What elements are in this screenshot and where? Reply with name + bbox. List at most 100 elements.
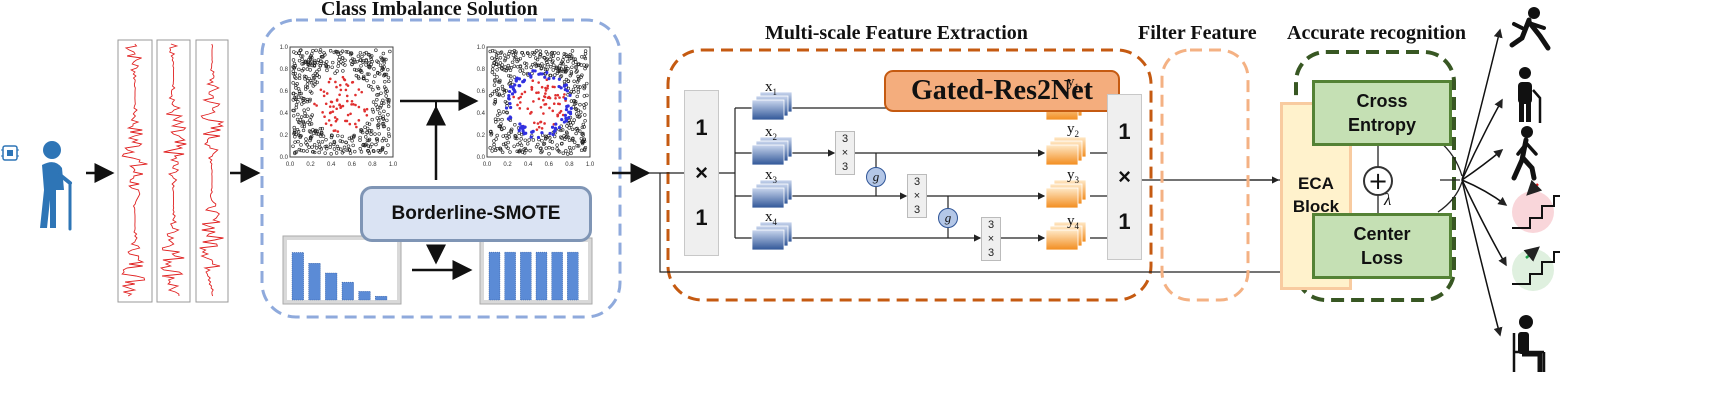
majority-point <box>550 140 554 144</box>
synthetic-point <box>507 94 511 98</box>
minority-point <box>335 85 338 89</box>
majority-point <box>574 107 579 112</box>
majority-point <box>571 137 575 141</box>
minority-point <box>530 88 534 91</box>
majority-point <box>551 54 555 58</box>
class-bar <box>488 251 501 301</box>
majority-point <box>382 72 387 77</box>
majority-point <box>317 75 322 79</box>
majority-point <box>564 149 568 153</box>
majority-point <box>503 65 507 69</box>
scatter-x-tick: 0.6 <box>348 162 357 168</box>
majority-point <box>548 73 552 78</box>
majority-point <box>365 138 370 143</box>
majority-point <box>340 49 345 53</box>
scatter-x-tick: 0.8 <box>565 162 574 168</box>
majority-point <box>335 69 339 73</box>
minority-point <box>542 112 545 115</box>
minority-point <box>539 120 543 124</box>
signal-panel <box>117 39 153 303</box>
majority-point <box>352 67 357 72</box>
synthetic-point <box>533 69 537 73</box>
majority-point <box>365 78 369 83</box>
majority-point <box>495 75 499 79</box>
majority-point <box>308 138 312 143</box>
synthetic-point <box>518 84 522 88</box>
majority-point <box>344 50 349 54</box>
majority-point <box>295 82 299 86</box>
synthetic-point <box>540 131 544 135</box>
majority-point <box>500 63 504 67</box>
majority-point <box>304 87 308 91</box>
majority-point <box>350 139 354 143</box>
majority-point <box>302 124 306 129</box>
majority-point <box>291 108 295 113</box>
majority-point <box>369 57 373 62</box>
majority-point <box>335 50 339 54</box>
majority-point <box>492 61 496 65</box>
majority-point <box>531 138 536 142</box>
majority-point <box>548 65 553 69</box>
majority-point <box>545 60 549 65</box>
minority-point <box>530 85 533 89</box>
majority-point <box>496 113 500 117</box>
majority-point <box>310 52 314 56</box>
majority-point <box>501 87 505 92</box>
majority-point <box>572 140 577 144</box>
majority-point <box>559 128 563 133</box>
majority-point <box>574 64 578 69</box>
majority-point <box>311 128 315 132</box>
minority-point <box>548 106 551 110</box>
minority-point <box>546 86 549 90</box>
minority-point <box>328 111 332 115</box>
synthetic-point <box>536 135 541 140</box>
minority-point <box>529 112 532 115</box>
majority-point <box>386 127 391 131</box>
class-bar <box>341 281 354 301</box>
majority-point <box>301 128 306 133</box>
majority-point <box>384 151 388 155</box>
majority-point <box>583 119 587 123</box>
majority-point <box>540 139 544 143</box>
minority-point <box>512 95 515 99</box>
minority-point <box>339 106 342 110</box>
majority-point <box>516 142 520 147</box>
majority-point <box>361 60 365 65</box>
synthetic-point <box>563 97 568 101</box>
majority-point <box>367 122 372 126</box>
minority-point <box>345 83 348 86</box>
majority-point <box>296 95 301 99</box>
minority-point <box>329 123 333 127</box>
majority-point <box>495 68 499 72</box>
majority-point <box>359 64 363 68</box>
majority-point <box>538 146 543 151</box>
majority-point <box>309 136 313 141</box>
majority-point <box>569 56 573 60</box>
majority-point <box>580 125 585 130</box>
majority-point <box>342 149 346 153</box>
majority-point <box>550 146 555 151</box>
majority-point <box>513 123 517 127</box>
majority-point <box>378 111 382 115</box>
synthetic-point <box>552 76 556 80</box>
majority-point <box>498 56 503 60</box>
majority-point <box>506 140 510 145</box>
majority-point <box>513 52 518 56</box>
synthetic-point <box>557 77 561 81</box>
conv-1x1-mid: × <box>1118 163 1131 189</box>
synthetic-point <box>504 106 509 110</box>
majority-point <box>492 83 497 87</box>
minority-point <box>332 105 335 108</box>
majority-point <box>583 56 588 61</box>
majority-point <box>536 63 540 68</box>
majority-point <box>503 100 508 104</box>
majority-point <box>308 56 313 61</box>
minority-point <box>544 92 547 95</box>
minority-point <box>536 122 540 125</box>
majority-point <box>387 97 391 102</box>
majority-point <box>297 91 302 96</box>
minority-point <box>544 86 547 90</box>
majority-point <box>310 63 315 68</box>
majority-point <box>380 122 385 126</box>
majority-point <box>517 149 522 153</box>
